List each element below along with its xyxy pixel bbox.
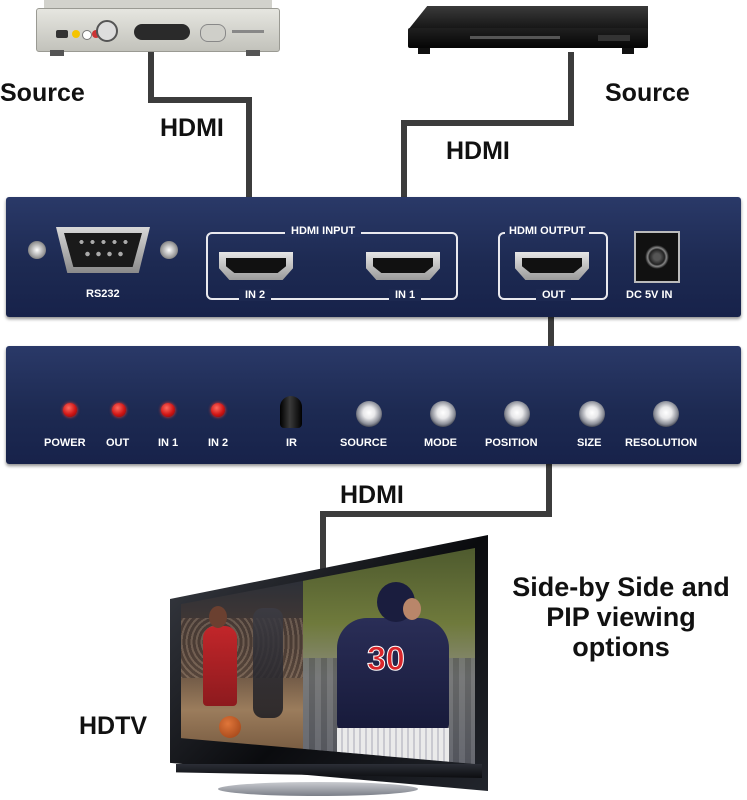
- in2-led: [211, 403, 225, 417]
- baseball-scene: 30: [303, 548, 475, 764]
- basketball-player: [203, 626, 237, 706]
- hdmi-output-label: HDMI OUTPUT: [505, 225, 590, 237]
- source-button[interactable]: [356, 401, 382, 427]
- tv-bezel: [170, 535, 488, 791]
- hdmi-input-label: HDMI INPUT: [285, 225, 362, 237]
- set-top-box-device: [36, 0, 280, 58]
- in2-led-label: IN 2: [208, 437, 229, 449]
- hdtv-label: HDTV: [79, 712, 148, 740]
- source-button-label: SOURCE: [340, 437, 388, 449]
- position-button-label: POSITION: [485, 437, 538, 449]
- in1-led: [161, 403, 175, 417]
- hdmi-label-right: HDMI: [446, 137, 510, 165]
- cable-source-right: [401, 120, 574, 126]
- viewing-options-caption: Side-by Side and PIP viewing options: [496, 572, 746, 662]
- front-panel: POWER OUT IN 1 IN 2 IR SOURCE MODE POSIT…: [6, 346, 741, 464]
- dc-label: DC 5V IN: [626, 289, 673, 301]
- rs232-label: RS232: [86, 288, 120, 300]
- cable-source-left: [148, 97, 252, 103]
- rs232-port: [28, 227, 180, 273]
- out-led-label: OUT: [106, 437, 130, 449]
- ir-label: IR: [286, 437, 297, 449]
- mode-button[interactable]: [430, 401, 456, 427]
- size-button[interactable]: [579, 401, 605, 427]
- tv-screen: 30: [181, 548, 475, 764]
- dvd-player-device: [408, 6, 662, 56]
- in1-label: IN 1: [389, 289, 422, 301]
- cable-hdtv: [320, 511, 326, 577]
- hdmi-out-port: [515, 252, 589, 280]
- basketball-scene: [181, 548, 303, 764]
- screw-icon: [160, 241, 178, 259]
- cable-hdtv: [546, 462, 552, 517]
- in2-label: IN 2: [239, 289, 272, 301]
- resolution-button[interactable]: [653, 401, 679, 427]
- source-label-left: Source: [0, 79, 85, 107]
- size-button-label: SIZE: [577, 437, 602, 449]
- ir-sensor: [280, 396, 302, 428]
- out-label: OUT: [536, 289, 572, 301]
- hdmi-in2-port: [219, 252, 293, 280]
- jersey-number: 30: [367, 640, 406, 679]
- hdmi-label-bottom: HDMI: [340, 481, 404, 509]
- cable-source-left: [246, 97, 252, 197]
- rear-panel: RS232 HDMI INPUT IN 2 IN 1 HDMI OUTPUT O…: [6, 197, 741, 317]
- power-led: [63, 403, 77, 417]
- cable-hdtv: [320, 511, 552, 517]
- position-button[interactable]: [504, 401, 530, 427]
- baseball-player-jersey: [337, 618, 449, 730]
- basketball: [219, 716, 241, 738]
- dc-power-jack: [634, 231, 680, 283]
- out-led: [112, 403, 126, 417]
- cable-source-right: [568, 52, 574, 126]
- screw-icon: [28, 241, 46, 259]
- cable-output-link: [548, 310, 554, 350]
- hdmi-label-left: HDMI: [160, 114, 224, 142]
- in1-led-label: IN 1: [158, 437, 179, 449]
- cable-source-left: [148, 52, 154, 102]
- mode-button-label: MODE: [424, 437, 457, 449]
- cable-source-right: [401, 120, 407, 197]
- resolution-button-label: RESOLUTION: [625, 437, 698, 449]
- hdmi-in1-port: [366, 252, 440, 280]
- power-led-label: POWER: [44, 437, 86, 449]
- source-label-right: Source: [605, 79, 690, 107]
- caption-line-1: Side-by Side and: [512, 572, 730, 602]
- caption-line-2: PIP viewing options: [546, 602, 696, 662]
- tv-stand: [218, 782, 418, 796]
